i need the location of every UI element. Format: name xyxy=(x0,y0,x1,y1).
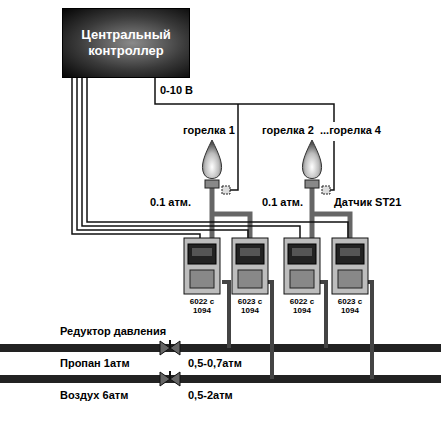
riser-pipes xyxy=(222,282,372,379)
diagram-label: 6023 с 1094 xyxy=(332,297,368,315)
diagram-label: горелка 1 xyxy=(183,124,235,137)
diagram-label: Редуктор давления xyxy=(60,325,166,338)
diagram-label: 6022 с 1094 xyxy=(284,297,320,315)
diagram-label: 0,5-0,7атм xyxy=(188,357,242,370)
flame-symbol xyxy=(202,140,321,179)
diagram-label: 0.1 атм. xyxy=(150,196,191,209)
pressure-regulator xyxy=(160,340,180,386)
signal-wires xyxy=(155,78,334,190)
diagram-label: 0,5-2атм xyxy=(188,389,233,402)
diagram-label: 6023 с 1094 xyxy=(232,297,268,315)
controller-box: Центральный контроллер xyxy=(62,8,190,78)
node-text: Центральный контроллер xyxy=(63,23,189,62)
control-wire-bundle xyxy=(72,78,348,238)
diagram-label: Датчик ST21 xyxy=(334,196,401,209)
diagram-label: ...горелка 4 xyxy=(318,124,383,137)
valve-unit xyxy=(332,238,368,294)
diagram-label: Воздух 6атм xyxy=(60,389,128,402)
diagram-label: 6022 с 1094 xyxy=(184,297,220,315)
propane-pipe xyxy=(0,344,441,352)
valve-unit xyxy=(284,238,320,294)
diagram-label: 0-10 В xyxy=(158,84,195,97)
diagram-label: 0.1 атм. xyxy=(262,196,303,209)
diagram-label: Пропан 1атм xyxy=(60,357,130,370)
valve-unit xyxy=(184,238,220,294)
valve-unit xyxy=(232,238,268,294)
air-pipe xyxy=(0,375,441,383)
diagram-label: горелка 2 xyxy=(262,124,314,137)
